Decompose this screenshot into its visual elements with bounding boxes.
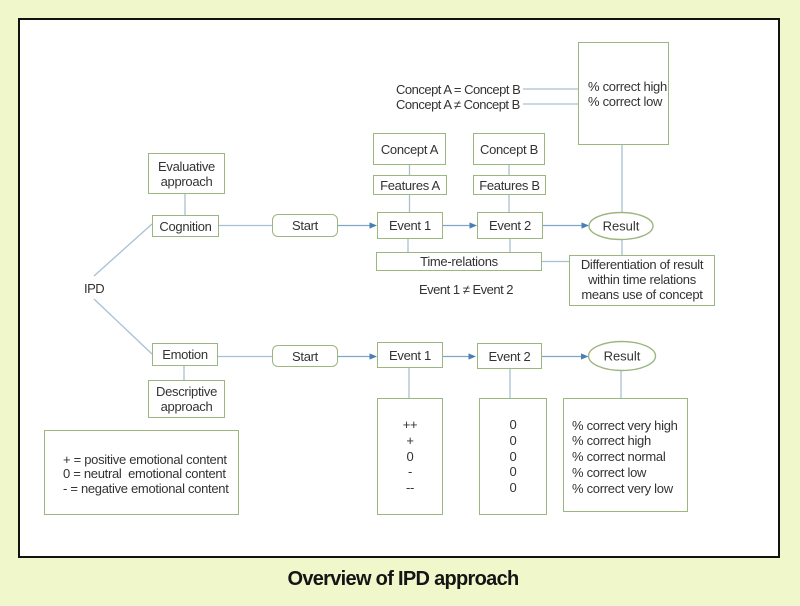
svg-text:Result: Result	[604, 349, 641, 364]
svg-text:Result: Result	[603, 219, 640, 234]
